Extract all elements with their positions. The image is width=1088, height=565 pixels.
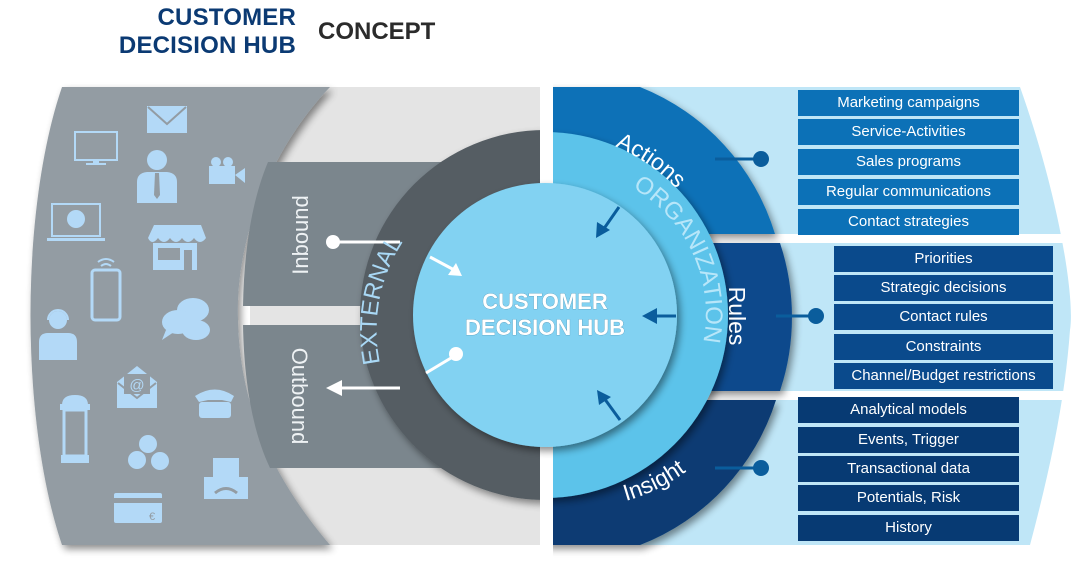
rules-connector-dot	[808, 308, 824, 324]
separator	[553, 234, 1088, 243]
title-line1: CUSTOMER	[157, 4, 296, 31]
svg-text:€: €	[149, 511, 155, 523]
tv-icon	[74, 131, 118, 165]
rules-item: Strategic decisions	[834, 275, 1053, 301]
outbound-label: Outbound	[287, 348, 312, 445]
social-media-icon	[128, 435, 169, 470]
hub-circle	[413, 183, 677, 447]
actions-item: Sales programs	[798, 149, 1019, 175]
call-center-agent-icon	[39, 309, 77, 360]
actions-item: Contact strategies	[798, 209, 1019, 235]
outbound-arrow-icon	[326, 380, 342, 396]
rules-item: Priorities	[834, 246, 1053, 272]
business-person-icon	[137, 150, 177, 203]
rules-label: Rules	[724, 287, 750, 346]
advertising-column-icon	[60, 395, 90, 463]
inbound-label: Inbound	[288, 195, 313, 275]
insight-arrow-icon	[597, 390, 611, 405]
video-camera-icon	[209, 157, 245, 184]
laptop-globe-icon	[47, 203, 105, 241]
page-subtitle: CONCEPT	[318, 18, 436, 45]
smartphone-icon	[90, 258, 122, 322]
separator	[553, 391, 1088, 400]
insight-arrow-line	[602, 397, 622, 421]
credit-card-euro-icon: €	[114, 493, 162, 523]
actions-arrow-line	[601, 206, 621, 231]
email-at-icon: @	[117, 366, 157, 408]
hub-title-line1: CUSTOMER	[482, 289, 608, 314]
actions-item: Service-Activities	[798, 119, 1019, 145]
telephone-icon	[195, 389, 234, 418]
insight-item: Potentials, Risk	[798, 485, 1019, 511]
inbound-dot	[326, 235, 340, 249]
title-line2: DECISION HUB	[118, 32, 296, 59]
rules-item: Channel/Budget restrictions	[834, 363, 1053, 389]
chat-bubbles-icon	[162, 298, 210, 340]
insight-connector-dot	[753, 460, 769, 476]
fax-icon	[204, 458, 248, 499]
outbound-hub-dot	[449, 347, 463, 361]
actions-item: Marketing campaigns	[798, 90, 1019, 116]
insight-item: Analytical models	[798, 397, 1019, 423]
rules-item: Constraints	[834, 334, 1053, 360]
actions-arrow-icon	[596, 222, 610, 238]
insight-item: Events, Trigger	[798, 427, 1019, 453]
store-icon	[148, 225, 206, 270]
actions-connector-dot	[753, 151, 769, 167]
email-envelope-icon	[147, 106, 187, 133]
page-title: CUSTOMER DECISION HUB	[119, 4, 296, 60]
insight-item: Transactional data	[798, 456, 1019, 482]
hub-title-line2: DECISION HUB	[465, 315, 625, 340]
rules-arrow-icon	[642, 308, 657, 324]
inbound-arrow-icon	[448, 263, 462, 276]
rules-item: Contact rules	[834, 304, 1053, 330]
actions-item: Regular communications	[798, 179, 1019, 205]
insight-item: History	[798, 515, 1019, 541]
svg-text:@: @	[129, 377, 144, 394]
